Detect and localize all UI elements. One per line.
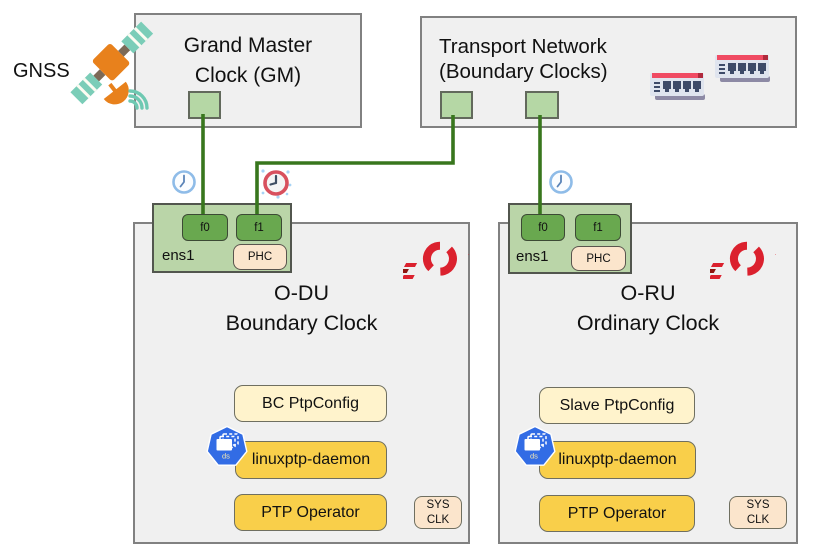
oru-clk-label: CLK bbox=[746, 513, 770, 526]
odu-port-f1: f1 bbox=[236, 214, 282, 241]
oru-phc-chip: PHC bbox=[571, 246, 626, 271]
transport-title-line2: (Boundary Clocks) bbox=[439, 60, 608, 83]
grand-master-title: Grand Master Clock (GM) bbox=[136, 31, 360, 91]
transport-network-title: Transport Network (Boundary Clocks) bbox=[439, 34, 689, 84]
odu-nic-label: ens1 bbox=[162, 247, 195, 264]
odu-operator-label: PTP Operator bbox=[261, 503, 360, 521]
odu-title: O-DU Boundary Clock bbox=[135, 278, 468, 338]
tn-port-east bbox=[525, 91, 559, 119]
odu-title-line1: O-DU bbox=[274, 281, 329, 305]
grand-master-box: Grand Master Clock (GM) bbox=[134, 13, 362, 128]
oru-phc-label: PHC bbox=[586, 252, 611, 265]
gnss-satellite-icon bbox=[70, 21, 154, 110]
oru-operator-label: PTP Operator bbox=[567, 504, 667, 522]
oru-nic-ens1: f0 f1 PHC ens1 bbox=[508, 203, 632, 274]
transport-network-box: Transport Network (Boundary Clocks) bbox=[420, 16, 797, 128]
oru-f0-label: f0 bbox=[538, 221, 548, 234]
oru-f1-label: f1 bbox=[593, 221, 603, 234]
grand-master-title-line1: Grand Master bbox=[183, 34, 313, 57]
oru-port-f0: f0 bbox=[521, 214, 565, 241]
odu-phc-chip: PHC bbox=[233, 244, 287, 270]
odu-box: O-DU Boundary Clock BC PtpConfig linuxpt… bbox=[133, 222, 470, 544]
oru-nic-label: ens1 bbox=[516, 248, 549, 265]
oru-ptpconfig-pill: Slave PtpConfig bbox=[539, 387, 695, 424]
odu-clk-label: CLK bbox=[426, 513, 450, 526]
odu-ptpconfig-pill: BC PtpConfig bbox=[234, 385, 387, 422]
odu-f0-label: f0 bbox=[200, 221, 210, 234]
oru-title-line1: O-RU bbox=[620, 281, 676, 305]
daemonset-icon: ds bbox=[514, 425, 556, 466]
openshift-logo-icon bbox=[710, 241, 776, 279]
daemonset-icon: ds bbox=[206, 425, 248, 466]
odu-daemon-label: linuxptp-daemon bbox=[251, 451, 371, 468]
odu-sys-clk-chip: SYS CLK bbox=[414, 496, 462, 529]
gnss-label: GNSS bbox=[13, 60, 70, 82]
odu-sys-label: SYS bbox=[426, 498, 450, 511]
daemonset-ds-label: ds bbox=[222, 452, 230, 461]
gm-ptp-port bbox=[188, 91, 221, 119]
odu-ptp-operator-pill: PTP Operator bbox=[234, 494, 387, 531]
oru-port-f1: f1 bbox=[575, 214, 621, 241]
network-switch-icon bbox=[650, 73, 705, 100]
tbc-clock-icon bbox=[261, 169, 292, 199]
odu-f1-label: f1 bbox=[254, 221, 264, 234]
system-clock-icon bbox=[172, 170, 196, 194]
openshift-logo-icon bbox=[403, 241, 469, 279]
odu-ptpconfig-label: BC PtpConfig bbox=[262, 394, 359, 412]
oru-ptp-operator-pill: PTP Operator bbox=[539, 495, 695, 532]
oru-ptpconfig-label: Slave PtpConfig bbox=[559, 396, 675, 414]
odu-title-line2: Boundary Clock bbox=[225, 311, 378, 335]
oru-daemon-label: linuxptp-daemon bbox=[558, 451, 677, 468]
oru-linuxptp-daemon-pill: linuxptp-daemon bbox=[539, 441, 696, 479]
oru-sys-label: SYS bbox=[746, 498, 770, 511]
oru-title-line2: Ordinary Clock bbox=[576, 311, 720, 335]
system-clock-icon bbox=[549, 170, 573, 194]
network-switch-icon bbox=[715, 55, 770, 82]
odu-nic-ens1: f0 f1 PHC ens1 bbox=[152, 203, 292, 273]
oru-box: O-RU Ordinary Clock Slave PtpConfig linu… bbox=[498, 222, 798, 544]
oru-title: O-RU Ordinary Clock bbox=[500, 278, 796, 338]
odu-phc-label: PHC bbox=[247, 251, 273, 263]
transport-title-line1: Transport Network bbox=[439, 35, 607, 58]
odu-port-f0: f0 bbox=[182, 214, 228, 241]
grand-master-title-line2: Clock (GM) bbox=[194, 64, 302, 87]
tn-port-west bbox=[440, 91, 473, 119]
oru-sys-clk-chip: SYS CLK bbox=[729, 496, 787, 529]
daemonset-ds-label: ds bbox=[530, 452, 538, 461]
odu-linuxptp-daemon-pill: linuxptp-daemon bbox=[235, 441, 387, 479]
